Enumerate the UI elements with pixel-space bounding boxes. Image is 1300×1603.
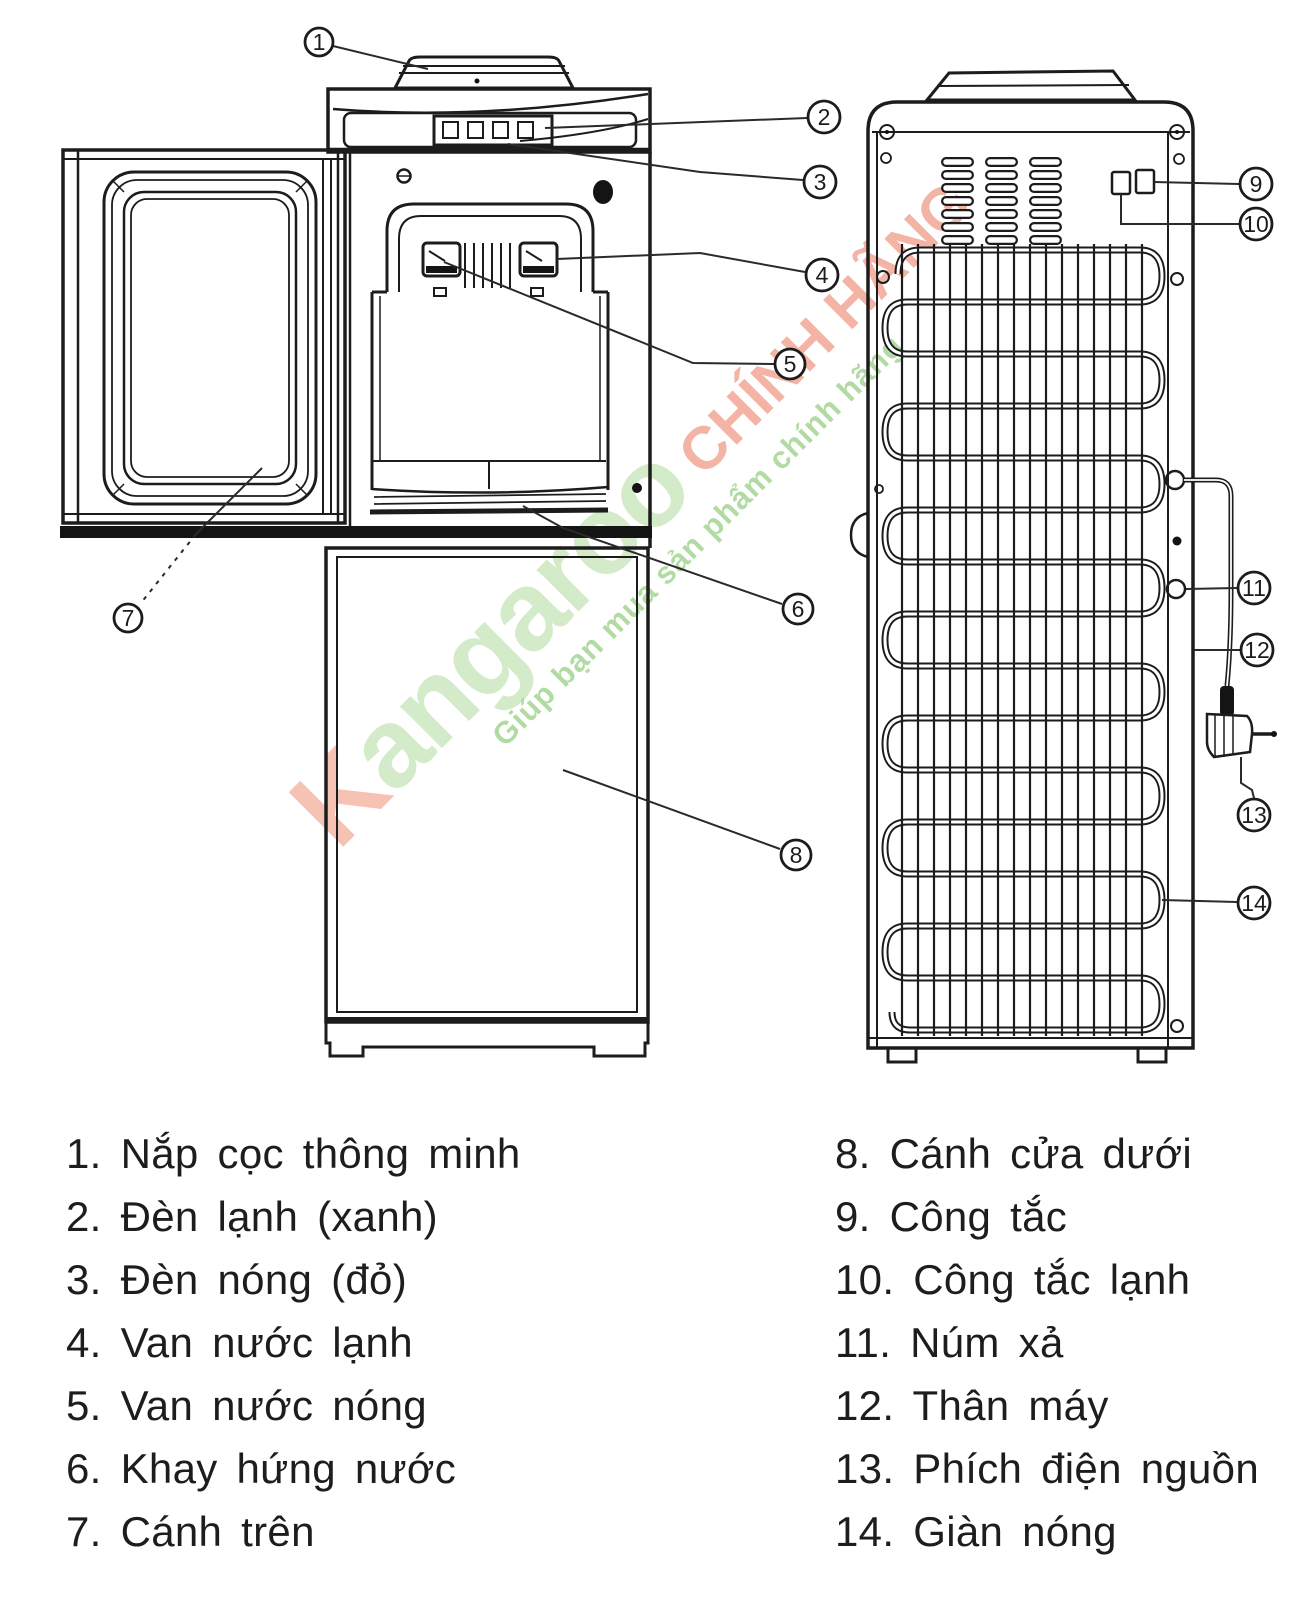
svg-text:3: 3 (814, 169, 827, 195)
leader-lines (140, 45, 1255, 903)
legend-right-column: 8. Cánh cửa dưới 9. Công tắc 10. Công tắ… (835, 1122, 1259, 1563)
top-cap (392, 55, 576, 90)
plug-sleeve (1220, 686, 1234, 716)
legend-item-8: 8. Cánh cửa dưới (835, 1130, 1193, 1177)
legend-item-6: 6. Khay hứng nước (66, 1445, 457, 1492)
legend-item-2: 2. Đèn lạnh (xanh) (66, 1193, 438, 1240)
callout-10: 10 (1238, 206, 1274, 242)
svg-text:13: 13 (1241, 802, 1267, 828)
drain-knob (1165, 578, 1187, 600)
upper-door (61, 148, 347, 525)
legend-item-10: 10. Công tắc lạnh (835, 1256, 1191, 1303)
power-plug (1205, 712, 1277, 759)
legend-item-14: 14. Giàn nóng (835, 1508, 1117, 1555)
callout-8: 8 (779, 838, 813, 872)
legend-left-column: 1. Nắp cọc thông minh 2. Đèn lạnh (xanh)… (66, 1122, 521, 1563)
svg-text:10: 10 (1243, 211, 1269, 237)
power-cord (1164, 469, 1277, 759)
rear-view (849, 69, 1277, 1064)
callout-3: 3 (802, 164, 838, 200)
upper-cabinet (348, 152, 652, 548)
legend-item-7: 7. Cánh trên (66, 1508, 315, 1555)
svg-text:12: 12 (1244, 637, 1270, 663)
side-hinge-bump (849, 511, 869, 559)
svg-text:11: 11 (1242, 575, 1266, 601)
svg-text:14: 14 (1241, 890, 1267, 916)
callout-2: 2 (806, 99, 842, 135)
callout-4: 4 (804, 257, 840, 293)
cold-water-tap (421, 241, 462, 297)
callout-9: 9 (1238, 166, 1274, 202)
cabinet-separator (60, 526, 652, 538)
callout-12: 12 (1239, 632, 1275, 668)
rear-top-cap (923, 69, 1139, 102)
svg-text:4: 4 (816, 262, 829, 288)
callouts: 1 2 3 4 5 6 7 8 9 10 11 12 13 14 (112, 26, 1275, 921)
legend-item-13: 13. Phích điện nguồn (835, 1445, 1259, 1492)
vent-grille (941, 157, 1062, 245)
callout-14: 14 (1236, 885, 1272, 921)
callout-11: 11 (1236, 570, 1272, 606)
svg-text:8: 8 (790, 842, 803, 868)
svg-text:1: 1 (313, 29, 326, 55)
legend-item-12: 12. Thân máy (835, 1382, 1109, 1429)
legend-item-1: 1. Nắp cọc thông minh (66, 1130, 521, 1177)
callout-1: 1 (303, 26, 335, 58)
legend-item-4: 4. Van nước lạnh (66, 1319, 413, 1366)
coil-support-wires (900, 244, 1144, 1036)
condenser-coil (881, 244, 1166, 1036)
cooling-switch (1134, 168, 1156, 195)
dispensing-alcove (369, 202, 610, 515)
power-switch (1110, 170, 1132, 196)
front-view (60, 55, 652, 1058)
hot-water-tap (518, 241, 559, 297)
legend-item-3: 3. Đèn nóng (đỏ) (66, 1256, 408, 1303)
svg-text:9: 9 (1250, 171, 1263, 197)
callout-5: 5 (773, 347, 807, 381)
callout-13: 13 (1236, 797, 1272, 833)
legend-item-5: 5. Van nước nóng (66, 1382, 427, 1429)
lower-door (324, 546, 650, 1058)
legend-item-11: 11. Núm xả (835, 1319, 1064, 1366)
svg-text:7: 7 (122, 605, 135, 631)
svg-text:5: 5 (784, 351, 797, 377)
callout-6: 6 (781, 592, 815, 626)
drip-tray (369, 485, 609, 515)
svg-text:6: 6 (792, 596, 805, 622)
legend-item-9: 9. Công tắc (835, 1193, 1068, 1240)
hot-lamp-icon (467, 121, 484, 139)
svg-text:2: 2 (818, 104, 831, 130)
rear-cabinet (849, 100, 1195, 1064)
cold-lamp-icon (442, 121, 459, 139)
indicator-panel (326, 87, 652, 154)
callout-7: 7 (112, 602, 144, 634)
